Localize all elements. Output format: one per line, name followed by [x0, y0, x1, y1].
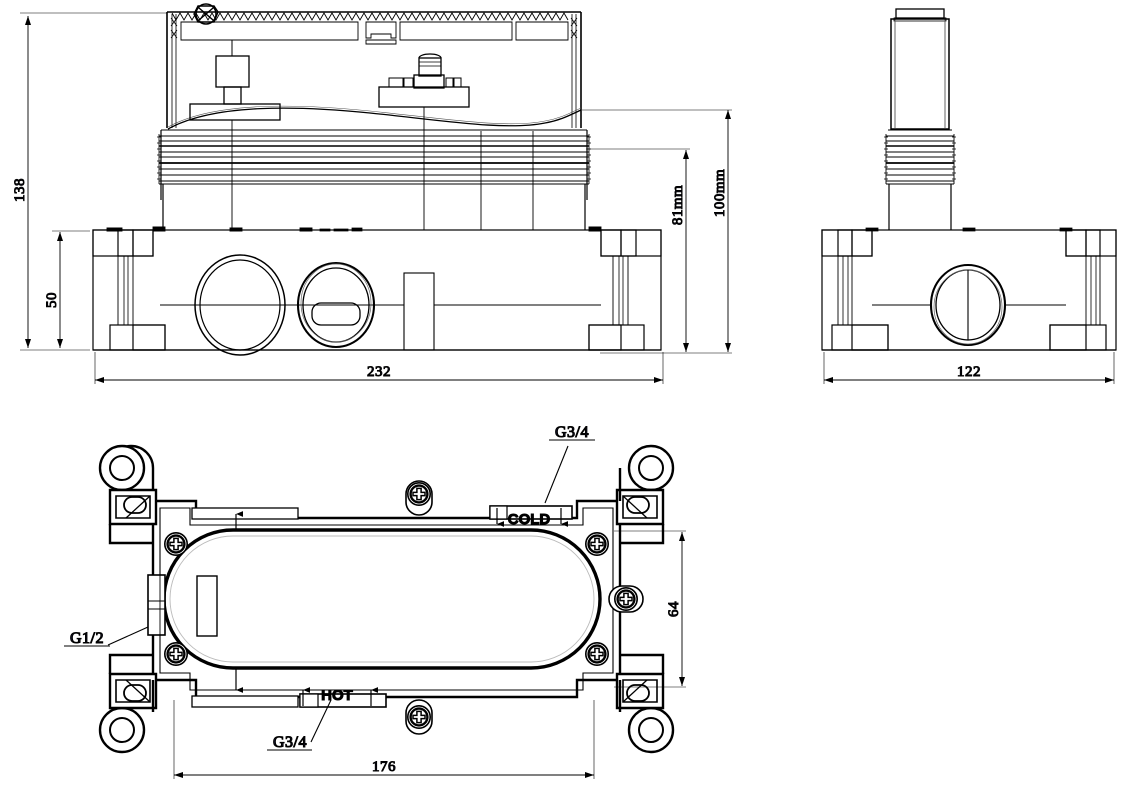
- plan-screw-top-left[interactable]: [163, 531, 189, 557]
- front-top-fitting: [193, 3, 219, 25]
- plan-screw-bottom-right[interactable]: [584, 641, 610, 667]
- front-threaded-collar: [157, 107, 591, 230]
- side-view-dimensions: 122: [823, 352, 1115, 384]
- plan-frame-inner: [159, 507, 614, 691]
- plan-pad-top-left: [191, 507, 299, 520]
- dim-138-label: 138: [12, 178, 28, 202]
- front-view-dimensions: 138 50 232 81mm 100mm: [12, 12, 732, 384]
- plan-corner-lug-bottom-left: [98, 653, 158, 754]
- callout-g34-hot: G3/4: [273, 734, 307, 751]
- side-outlet-ring: [929, 263, 1007, 347]
- plan-cold-label: COLD: [508, 511, 551, 528]
- plan-view-dimensions: 64 176: [173, 530, 686, 779]
- dim-100mm-label: 100mm: [712, 169, 728, 217]
- side-elevation-view: [821, 8, 1117, 351]
- dim-176-label: 176: [372, 759, 396, 775]
- plan-corner-lug-top-left: [98, 444, 158, 545]
- plan-screw-bottom-left[interactable]: [163, 641, 189, 667]
- callout-g34-cold: G3/4: [555, 424, 589, 441]
- plan-corner-lug-top-right: [615, 444, 675, 545]
- plan-outlet-boss-left: [147, 574, 166, 636]
- plan-flow-arrows: [235, 508, 568, 706]
- plan-hot-label: HOT: [321, 687, 353, 704]
- plan-screw-right-centre[interactable]: [608, 585, 644, 613]
- callout-g12-outlet: G1/2: [70, 630, 104, 647]
- front-elevation-view: [92, 3, 662, 356]
- side-threaded-collar: [884, 129, 956, 230]
- plan-pad-bottom-left: [191, 695, 299, 708]
- dim-81mm-label: 81mm: [670, 185, 686, 225]
- front-left-plunger: [189, 40, 281, 121]
- plan-corner-lug-bottom-right: [615, 653, 675, 754]
- side-body-block: [821, 227, 1117, 351]
- plan-screw-top-right[interactable]: [584, 531, 610, 557]
- plan-inner-slot: [196, 575, 218, 637]
- front-body-block: [92, 226, 662, 356]
- front-cap-shell: [166, 3, 582, 130]
- plan-gasket-oval: [162, 528, 602, 670]
- plan-bottom-view: COLD HOT G3/4 G3/4 G1/2: [64, 423, 675, 754]
- dim-64-label: 64: [666, 601, 682, 617]
- plan-screw-bottom-centre[interactable]: [405, 699, 433, 735]
- dim-50-label: 50: [44, 292, 60, 308]
- plan-thread-callouts: G3/4 G3/4 G1/2: [64, 423, 595, 752]
- dim-232-label: 232: [367, 364, 391, 380]
- plan-screw-top-centre[interactable]: [405, 480, 433, 516]
- dim-122-label: 122: [957, 364, 981, 380]
- front-outlet-ring-small: [296, 261, 376, 349]
